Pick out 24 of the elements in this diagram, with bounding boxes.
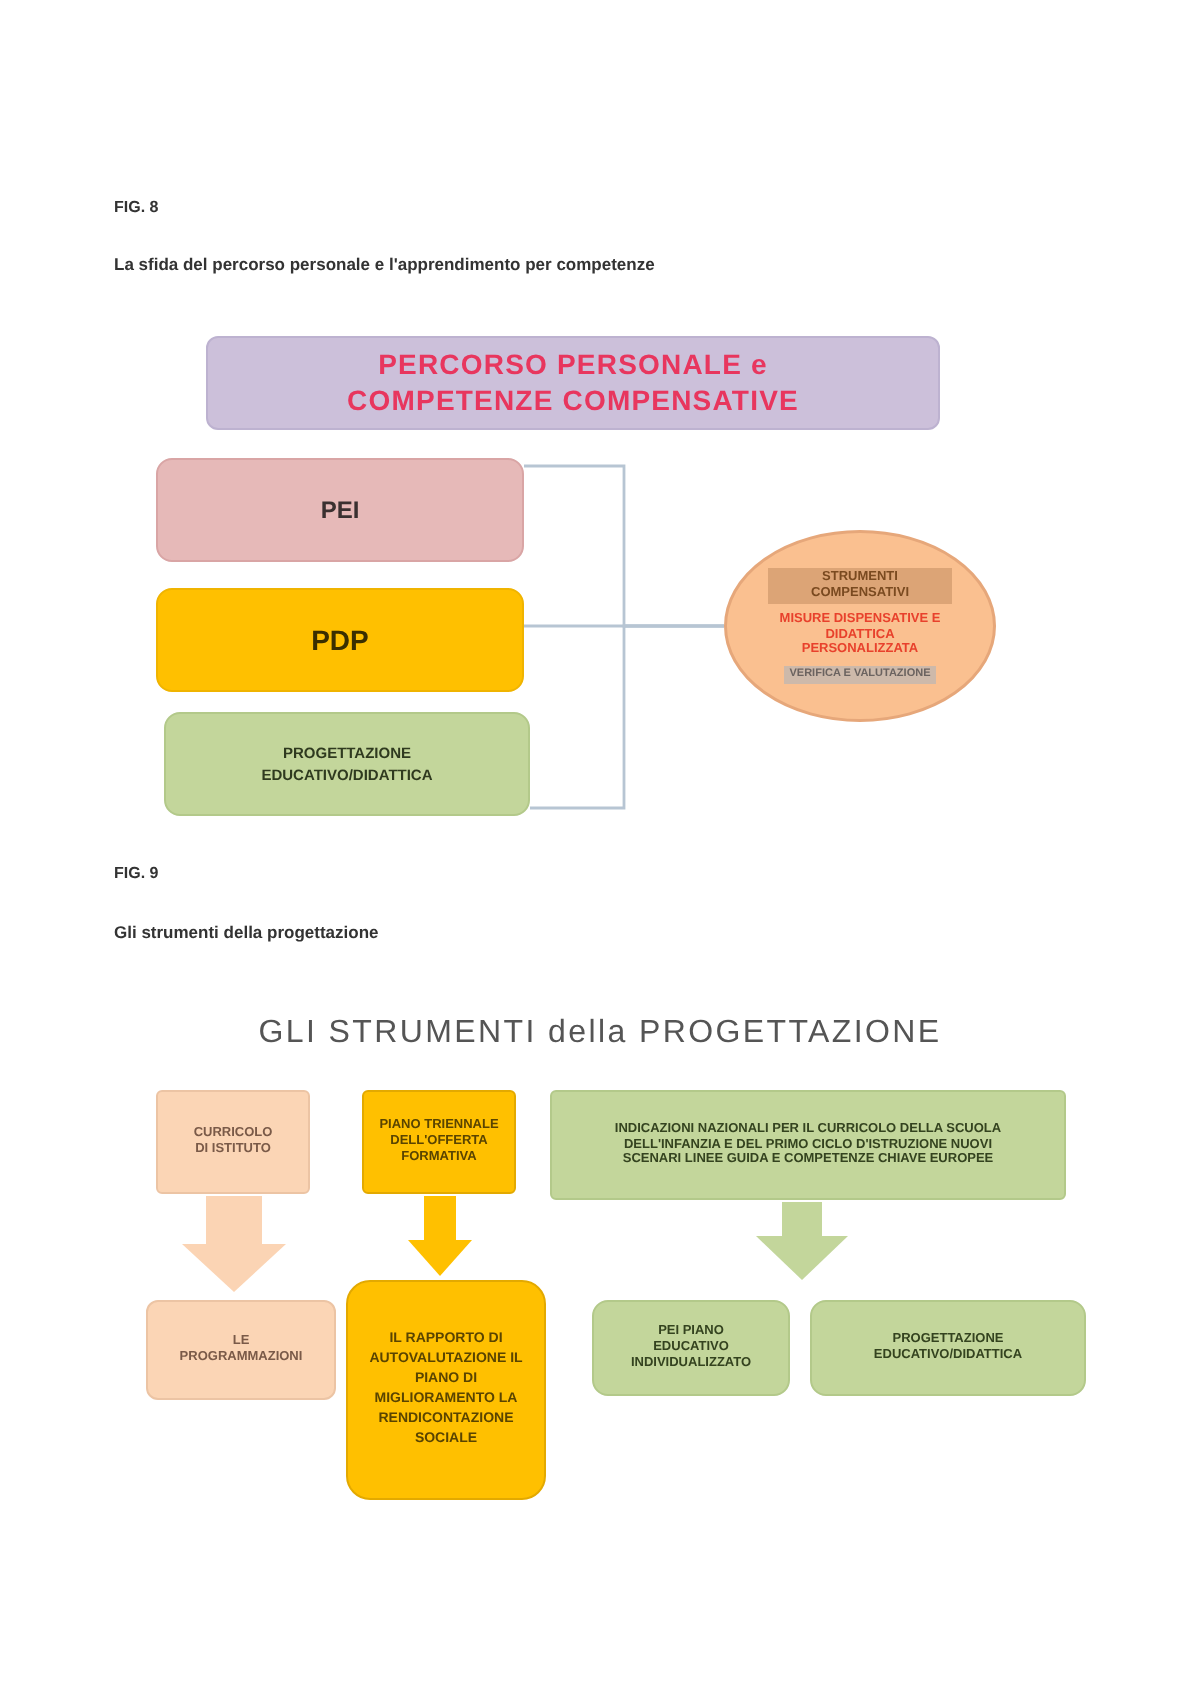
figure-caption: Gli strumenti della progettazione [114,922,379,942]
process-box [810,1300,1086,1396]
process-box [156,458,524,562]
ellipse-node [724,530,996,722]
process-box [156,588,524,692]
block-arrow [182,1196,286,1292]
process-box [146,1300,336,1400]
block-arrow [756,1202,848,1280]
process-box [164,712,530,816]
process-box [550,1090,1066,1200]
block-arrow [408,1196,472,1276]
node-text: PEI [320,495,360,525]
figure-number: FIG. 9 [114,864,159,882]
node-text: PERCORSO PERSONALE e COMPETENZE COMPENSATIVE [345,348,801,418]
title-banner [206,336,940,430]
connector-line [530,624,724,810]
process-box [346,1280,546,1500]
process-box [362,1090,516,1194]
figure-caption: La sfida del percorso personale e l'apprendimento per competenze [114,254,655,274]
section-heading: GLI STRUMENTI della PROGETTAZIONE [258,1016,942,1052]
process-box [156,1090,310,1194]
node-text: PDP [311,623,369,657]
figure-number: FIG. 8 [114,198,159,216]
process-box [592,1300,790,1396]
